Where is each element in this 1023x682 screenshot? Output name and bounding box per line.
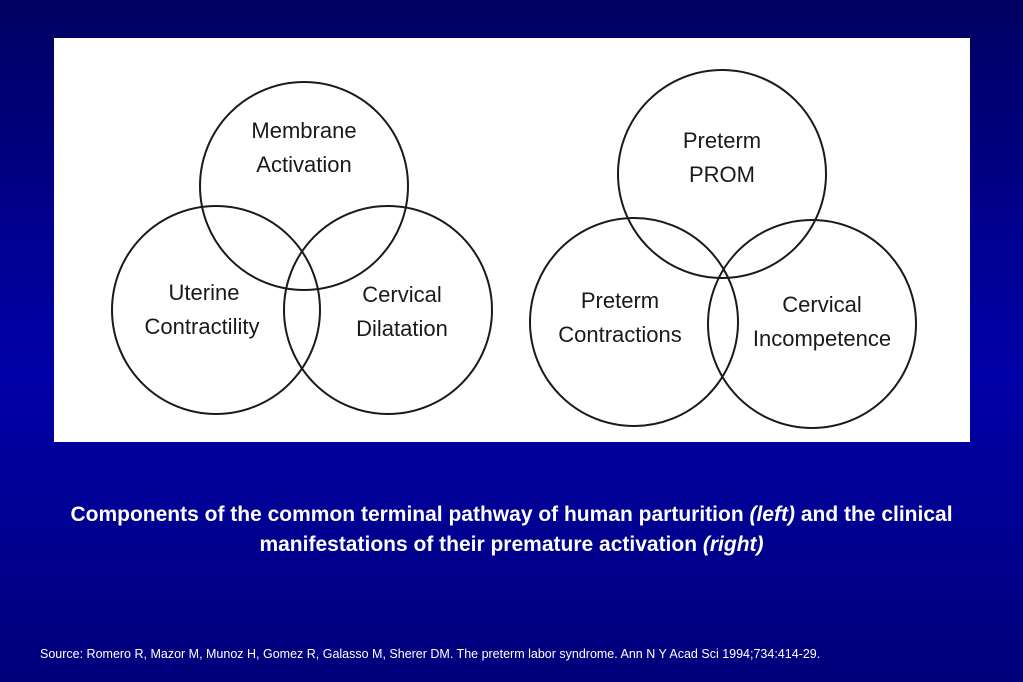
caption-part2: and the clinical manifestations of their… <box>259 503 953 556</box>
figure-caption: Components of the common terminal pathwa… <box>20 500 1003 560</box>
membrane-activation-label-line2: Activation <box>256 152 351 177</box>
left-venn-diagram: Membrane Activation Uterine Contractilit… <box>111 81 493 415</box>
right-venn-diagram: Preterm PROM Preterm Contractions Cervic… <box>529 69 917 429</box>
cervical-dilatation-label-line1: Cervical <box>362 282 441 307</box>
uterine-contractility-circle <box>111 205 321 415</box>
preterm-contractions-label-line1: Preterm <box>581 288 659 313</box>
caption-part1: Components of the common terminal pathwa… <box>70 503 750 526</box>
preterm-contractions-circle <box>529 217 739 427</box>
cervical-dilatation-label-line2: Dilatation <box>356 316 448 341</box>
preterm-prom-label-line2: PROM <box>689 162 755 187</box>
preterm-prom-label-line1: Preterm <box>683 128 761 153</box>
uterine-contractility-label-line2: Contractility <box>145 314 260 339</box>
cervical-dilatation-circle <box>283 205 493 415</box>
caption-right-marker: (right) <box>702 533 764 556</box>
source-citation: Source: Romero R, Mazor M, Munoz H, Gome… <box>40 647 821 661</box>
preterm-prom-circle <box>617 69 827 279</box>
caption-left-marker: (left) <box>749 503 795 526</box>
uterine-contractility-label-line1: Uterine <box>169 280 240 305</box>
cervical-incompetence-label-line1: Cervical <box>782 292 861 317</box>
preterm-contractions-label-line2: Contractions <box>558 322 682 347</box>
membrane-activation-circle <box>199 81 409 291</box>
cervical-incompetence-circle <box>707 219 917 429</box>
venn-diagrams: Membrane Activation Uterine Contractilit… <box>111 69 917 429</box>
membrane-activation-label-line1: Membrane <box>251 118 356 143</box>
cervical-incompetence-label-line2: Incompetence <box>753 326 891 351</box>
venn-figure-panel: Membrane Activation Uterine Contractilit… <box>54 38 970 442</box>
